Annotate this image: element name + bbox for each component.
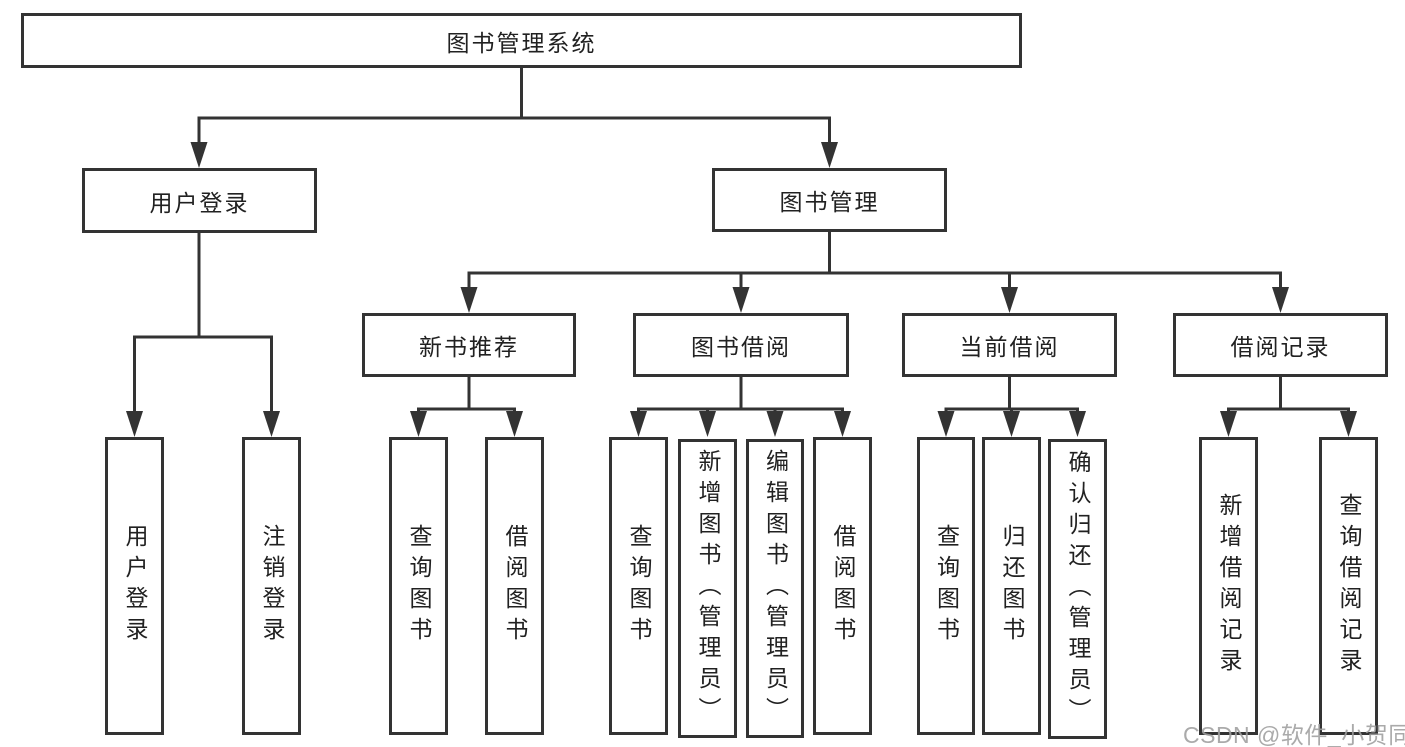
leaf-add-borrow-record-label: 新增借阅记录 bbox=[1216, 493, 1242, 679]
leaf-borrow-books: 借阅图书 bbox=[813, 437, 872, 735]
node-borrow-records-label: 借阅记录 bbox=[1230, 334, 1331, 360]
leaf-query-books-recommend-label: 查询图书 bbox=[406, 524, 432, 648]
node-book-management: 图书管理 bbox=[712, 168, 947, 232]
node-new-book-recommend-label: 新书推荐 bbox=[419, 334, 519, 360]
leaf-confirm-return-admin-label: 确认归还（管理员） bbox=[1065, 449, 1091, 729]
node-book-borrow: 图书借阅 bbox=[633, 313, 849, 377]
node-borrow-records: 借阅记录 bbox=[1173, 313, 1388, 377]
leaf-borrow-books-recommend-label: 借阅图书 bbox=[502, 524, 528, 648]
connector-borrow bbox=[630, 377, 851, 437]
node-book-borrow-label: 图书借阅 bbox=[691, 334, 791, 360]
watermark: CSDN @软件_小贺同学 bbox=[1183, 722, 1405, 747]
connector-new-books bbox=[410, 377, 523, 437]
node-current-borrow-label: 当前借阅 bbox=[959, 334, 1060, 360]
leaf-query-books-borrow: 查询图书 bbox=[609, 437, 668, 735]
node-root: 图书管理系统 bbox=[21, 13, 1022, 68]
leaf-edit-books-admin: 编辑图书（管理员） bbox=[746, 439, 804, 738]
leaf-return-books: 归还图书 bbox=[982, 437, 1041, 735]
node-new-book-recommend: 新书推荐 bbox=[362, 313, 576, 377]
leaf-add-books-admin-label: 新增图书（管理员） bbox=[695, 449, 721, 728]
connector-book-mgmt bbox=[460, 232, 1289, 313]
leaf-return-books-label: 归还图书 bbox=[999, 524, 1025, 648]
leaf-query-books-current: 查询图书 bbox=[917, 437, 975, 735]
leaf-query-books-borrow-label: 查询图书 bbox=[626, 524, 652, 648]
leaf-logout: 注销登录 bbox=[242, 437, 301, 735]
leaf-user-login-label: 用户登录 bbox=[122, 524, 148, 648]
connector-records bbox=[1220, 377, 1357, 437]
leaf-add-borrow-record: 新增借阅记录 bbox=[1199, 437, 1258, 735]
leaf-query-borrow-record: 查询借阅记录 bbox=[1319, 437, 1378, 735]
leaf-query-books-recommend: 查询图书 bbox=[389, 437, 448, 735]
node-user-login-label: 用户登录 bbox=[149, 189, 250, 216]
leaf-add-books-admin: 新增图书（管理员） bbox=[678, 439, 737, 738]
leaf-query-books-current-label: 查询图书 bbox=[933, 524, 960, 648]
connector-root bbox=[190, 68, 838, 168]
node-root-label: 图书管理系统 bbox=[446, 29, 597, 56]
leaf-edit-books-admin-label: 编辑图书（管理员） bbox=[762, 449, 789, 728]
leaf-borrow-books-recommend: 借阅图书 bbox=[485, 437, 544, 735]
node-current-borrow: 当前借阅 bbox=[902, 313, 1117, 377]
leaf-user-login: 用户登录 bbox=[105, 437, 164, 735]
node-book-management-label: 图书管理 bbox=[779, 189, 880, 215]
leaf-borrow-books-label: 借阅图书 bbox=[830, 524, 856, 648]
node-user-login: 用户登录 bbox=[82, 168, 317, 233]
leaf-logout-label: 注销登录 bbox=[259, 524, 285, 648]
connector-current bbox=[937, 377, 1086, 437]
leaf-query-borrow-record-label: 查询借阅记录 bbox=[1336, 493, 1362, 679]
connector-user-login bbox=[126, 233, 280, 437]
leaf-confirm-return-admin: 确认归还（管理员） bbox=[1048, 439, 1107, 739]
